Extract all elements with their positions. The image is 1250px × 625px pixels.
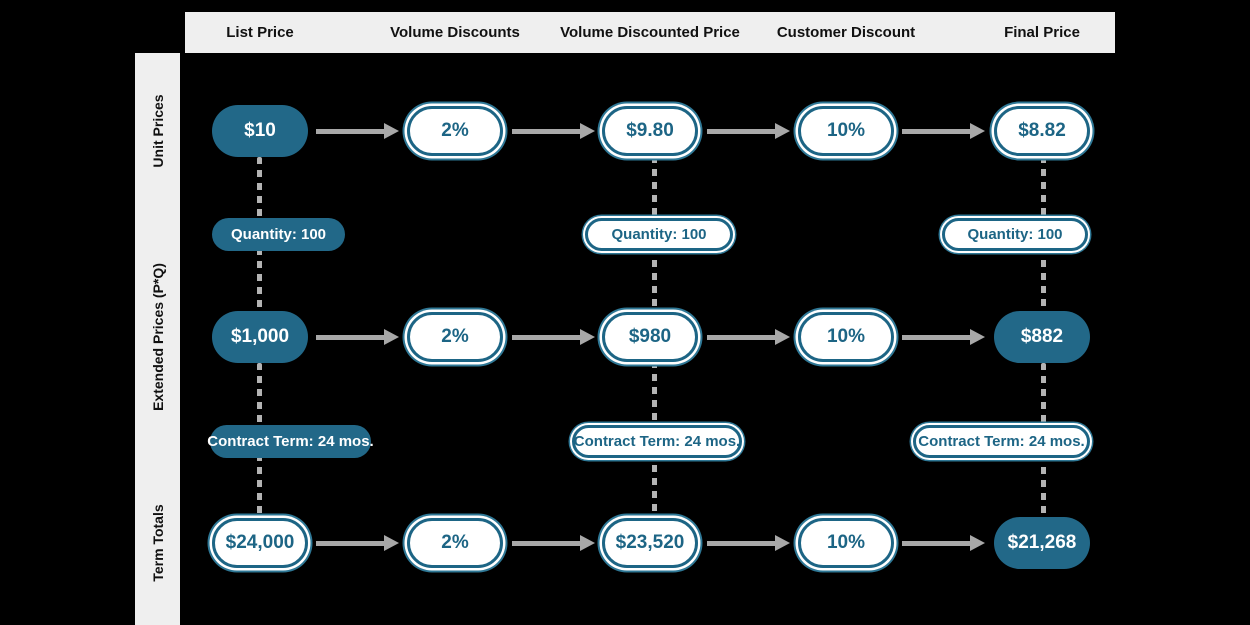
arrow-right-icon (902, 535, 985, 551)
arrow-right-icon (902, 329, 985, 345)
node-extended-final-price: $882 (994, 311, 1090, 363)
arrow-right-icon (707, 329, 790, 345)
row-label-unit-prices: Unit Prices (150, 94, 166, 168)
node-term-volume-discount: 2% (407, 518, 503, 568)
arrow-right-icon (316, 123, 399, 139)
node-term-volume-discounted-price: $23,520 (602, 518, 698, 568)
arrow-right-icon (512, 123, 595, 139)
column-header-customer-discount: Customer Discount (776, 24, 916, 41)
node-extended-volume-discount: 2% (407, 312, 503, 362)
node-extended-customer-discount: 10% (798, 312, 894, 362)
row-label-sidebar (135, 53, 180, 625)
node-unit-volume-discount: 2% (407, 106, 503, 156)
arrow-right-icon (316, 535, 399, 551)
arrow-right-icon (512, 535, 595, 551)
arrow-right-icon (512, 329, 595, 345)
arrow-right-icon (902, 123, 985, 139)
node-term-final-price: $21,268 (994, 517, 1090, 569)
badge-contract-term-2: Contract Term: 24 mos. (572, 425, 742, 458)
node-term-list-price: $24,000 (212, 518, 308, 568)
badge-quantity-3: Quantity: 100 (942, 218, 1088, 251)
column-header-bar (185, 12, 1115, 53)
arrow-right-icon (707, 123, 790, 139)
node-term-customer-discount: 10% (798, 518, 894, 568)
node-unit-final-price: $8.82 (994, 106, 1090, 156)
row-label-extended-prices: Extended Prices (P*Q) (150, 263, 166, 411)
badge-quantity-1: Quantity: 100 (212, 218, 345, 251)
node-unit-list-price: $10 (212, 105, 308, 157)
column-header-volume-discounted-price: Volume Discounted Price (560, 24, 740, 41)
badge-quantity-2: Quantity: 100 (585, 218, 733, 251)
column-header-volume-discounts: Volume Discounts (390, 24, 520, 41)
node-unit-volume-discounted-price: $9.80 (602, 106, 698, 156)
node-extended-list-price: $1,000 (212, 311, 308, 363)
column-header-list-price: List Price (226, 24, 294, 41)
row-label-term-totals: Term Totals (150, 504, 166, 582)
arrow-right-icon (316, 329, 399, 345)
column-header-final-price: Final Price (1004, 24, 1080, 41)
node-extended-volume-discounted-price: $980 (602, 312, 698, 362)
badge-contract-term-1: Contract Term: 24 mos. (207, 425, 374, 458)
badge-contract-term-3: Contract Term: 24 mos. (913, 425, 1090, 458)
arrow-right-icon (707, 535, 790, 551)
node-unit-customer-discount: 10% (798, 106, 894, 156)
